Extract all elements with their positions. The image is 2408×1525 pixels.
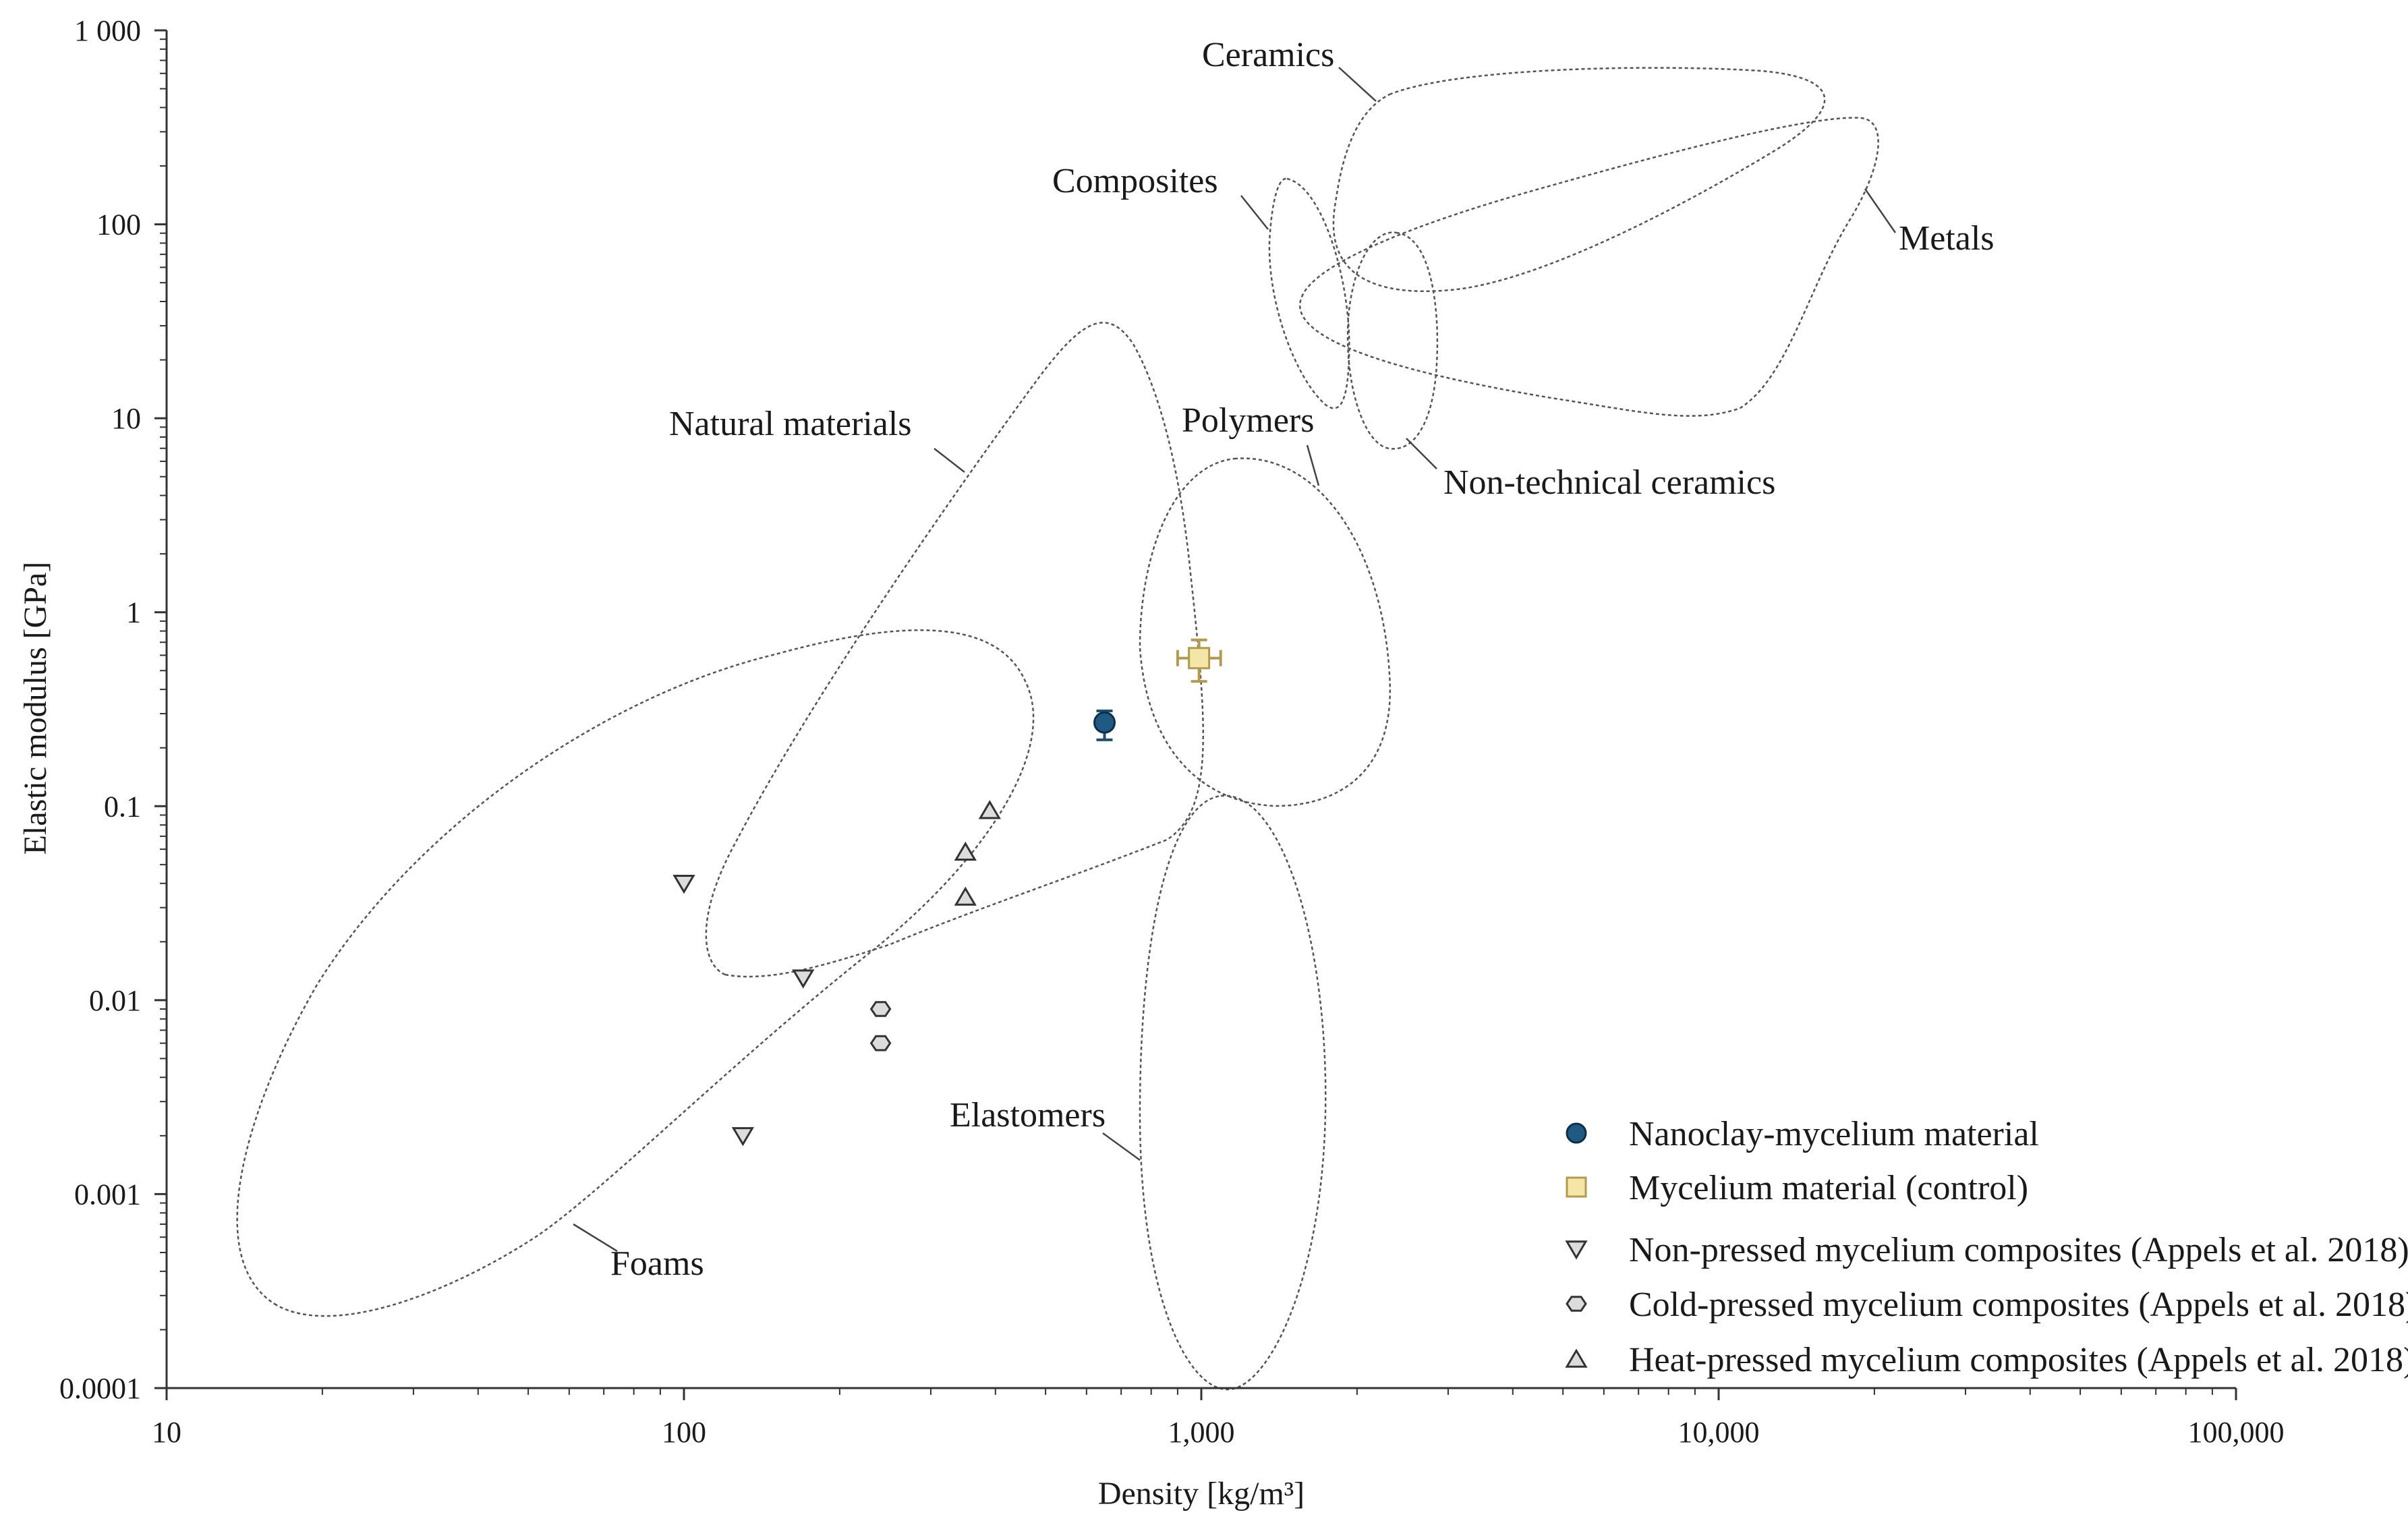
leader-foams [573,1223,618,1253]
series-0 [1093,709,1116,741]
legend-marker-triangle-up [1565,1348,1588,1368]
leader-metals [1864,188,1897,233]
legend-label: Mycelium material (control) [1629,1169,2028,1207]
x-axis-title: Density [kg/m³] [1098,1476,1305,1512]
series-2 [672,875,815,1147]
series-4 [954,800,1001,906]
region-labels: Ceramics Composites Metals Natural mater… [610,36,1995,1283]
label-natural-materials: Natural materials [669,405,912,443]
y-axis-title: Elastic modulus [GPa] [18,562,53,855]
legend-marker-circle [1566,1122,1587,1144]
legend-marker-square [1566,1176,1587,1198]
data-point-triangle-down [792,969,815,989]
region-ceramics [1332,67,1826,293]
series-1 [1176,638,1222,683]
data-points [672,638,1222,1147]
x-tick-label: 10,000 [1678,1416,1760,1449]
leader-polymers [1306,444,1320,486]
label-ceramics: Ceramics [1202,36,1334,74]
label-foams: Foams [610,1244,704,1283]
y-tick-label: 0.1 [104,790,141,823]
label-elastomers: Elastomers [950,1096,1106,1134]
x-tick-label: 100 [662,1416,706,1449]
y-tick-label: 0.0001 [59,1372,141,1405]
label-non-technical-ceramics: Non-technical ceramics [1443,463,1775,502]
label-polymers: Polymers [1182,401,1314,440]
y-ticks: 0.0001 0.001 0.01 0.1 1 10 100 1 000 [59,14,167,1405]
y-tick-label: 1 [126,596,141,629]
region-non-technical-ceramics [1346,231,1439,450]
region-composites [1268,177,1350,409]
region-polymers [1139,457,1392,807]
region-foams [236,629,1035,1317]
y-tick-label: 0.01 [89,984,141,1017]
x-tick-label: 10 [152,1416,181,1449]
legend-label: Cold-pressed mycelium composites (Appels… [1629,1286,2408,1324]
leader-ceramics [1338,67,1377,102]
legend-label: Heat-pressed mycelium composites (Appels… [1629,1341,2408,1379]
y-tick-label: 10 [111,402,141,435]
material-regions [236,67,1879,1391]
leader-non-technical-ceramics [1406,438,1437,469]
legend-marker-hexagon [1566,1296,1587,1312]
legend-label: Nanoclay-mycelium material [1629,1115,2039,1153]
data-point-triangle-up [954,886,977,906]
region-leaders [573,67,1897,1253]
data-point-circle [1093,711,1116,734]
legend-label: Non-pressed mycelium composites (Appels … [1629,1231,2408,1269]
x-tick-label: 100,000 [2188,1416,2285,1449]
region-elastomers [1139,795,1327,1391]
leader-composites [1240,195,1269,230]
region-natural-materials [705,322,1205,978]
data-point-hexagon [869,1035,892,1052]
leader-elastomers [1102,1132,1141,1161]
region-metals [1299,117,1879,417]
data-point-square [1188,647,1211,670]
data-point-triangle-down [672,875,695,894]
data-point-triangle-up [954,841,977,861]
legend-marker-triangle-down [1565,1240,1588,1260]
label-metals: Metals [1899,219,1995,258]
data-point-triangle-down [731,1127,755,1147]
y-tick-label: 100 [96,208,141,241]
data-point-hexagon [869,1001,892,1017]
label-composites: Composites [1052,162,1218,200]
data-point-triangle-up [978,800,1001,819]
y-tick-label: 0.001 [74,1178,141,1211]
x-ticks: 10 100 1,000 10,000 100,000 [152,1388,2285,1449]
x-tick-label: 1,000 [1168,1416,1235,1449]
y-tick-label: 1 000 [74,14,141,47]
series-3 [869,1001,892,1052]
leader-natural-materials [934,448,965,473]
